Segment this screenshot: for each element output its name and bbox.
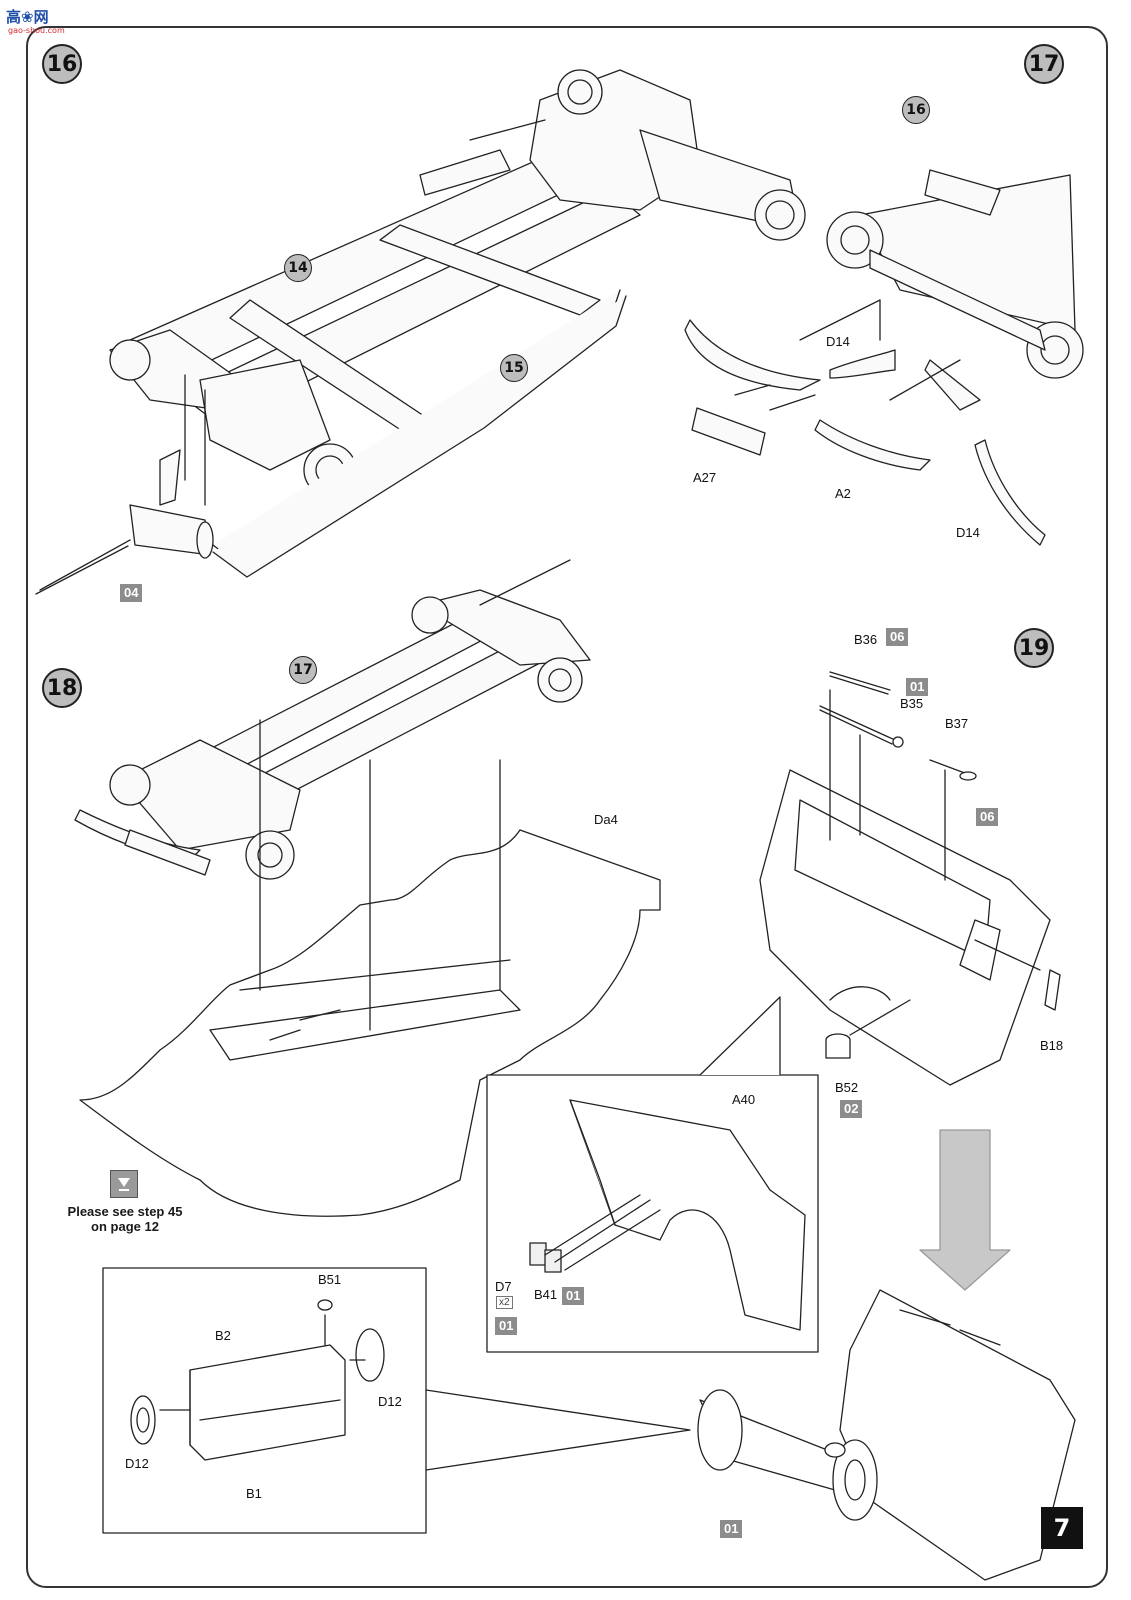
step19-parts-drawing (819, 671, 1061, 1059)
note-line-2: on page 12 (91, 1219, 159, 1234)
page-number: 7 (1041, 1507, 1083, 1549)
ref-step-15: 15 (500, 354, 528, 382)
part-label-b51: B51 (318, 1272, 342, 1287)
part-label-b41: B41 (534, 1287, 558, 1302)
step17-axle-drawing (684, 169, 1084, 546)
part-label-b52: B52 (835, 1080, 859, 1095)
inset-tank-drawing (130, 1299, 385, 1461)
step18-arrows (259, 719, 501, 1031)
sprue-code-badge: 01 (495, 1317, 518, 1335)
part-label-da4: Da4 (594, 812, 618, 827)
step-18-number: 18 (42, 668, 82, 708)
part-label-b37: B37 (945, 716, 969, 731)
step17-arrows (734, 299, 961, 411)
part-label-a27: A27 (693, 470, 717, 485)
part-label-a2: A2 (835, 486, 851, 501)
ref-step-16: 16 (902, 96, 930, 124)
part-label-a40: A40 (732, 1092, 756, 1107)
step19-arrows (829, 689, 1041, 1036)
sprue-code-badge: 06 (886, 628, 909, 646)
sprue-code-badge: 01 (720, 1520, 743, 1538)
sprue-code-badge: 01 (562, 1287, 585, 1305)
site-url: gao-shou.com (8, 26, 65, 35)
sprue-code-badge: 01 (906, 678, 929, 696)
step-19-number: 19 (1014, 628, 1054, 668)
part-label-d12: D12 (378, 1394, 402, 1409)
part-label-b18: B18 (1040, 1038, 1064, 1053)
part-label-b2: B2 (215, 1328, 231, 1343)
quantity-d7: x2 (496, 1296, 513, 1309)
sprue-code-badge: 04 (120, 584, 143, 602)
result-assembly-drawing (697, 1289, 1076, 1581)
sprue-code-badge: 02 (840, 1100, 863, 1118)
part-label-b1: B1 (246, 1486, 262, 1501)
step18-chassis-drawing (74, 559, 591, 880)
part-label-b35: B35 (900, 696, 924, 711)
part-label-d14: D14 (826, 334, 850, 349)
step-note: Please see step 45 on page 12 (50, 1204, 200, 1234)
part-label-d7: D7 (495, 1279, 512, 1294)
callout-lines (425, 1389, 691, 1471)
part-label-d14: D14 (956, 525, 980, 540)
inset-tank-arrows (159, 1314, 366, 1411)
site-logo: 高❀网 (6, 8, 49, 26)
sprue-code-badge: 06 (976, 808, 999, 826)
step16-chassis-drawing (109, 69, 806, 497)
part-label-d12: D12 (125, 1456, 149, 1471)
ref-step-14: 14 (284, 254, 312, 282)
page-frame (26, 26, 1108, 1588)
step-16-number: 16 (42, 44, 82, 84)
step-17-number: 17 (1024, 44, 1064, 84)
ref-step-17: 17 (289, 656, 317, 684)
step19-housing-drawing (759, 769, 1051, 1086)
glue-icon (110, 1170, 138, 1198)
result-arrow (919, 1129, 1011, 1291)
note-line-1: Please see step 45 (67, 1204, 183, 1219)
part-label-b36: B36 (854, 632, 878, 647)
inset-a40-arrows (544, 1194, 661, 1271)
